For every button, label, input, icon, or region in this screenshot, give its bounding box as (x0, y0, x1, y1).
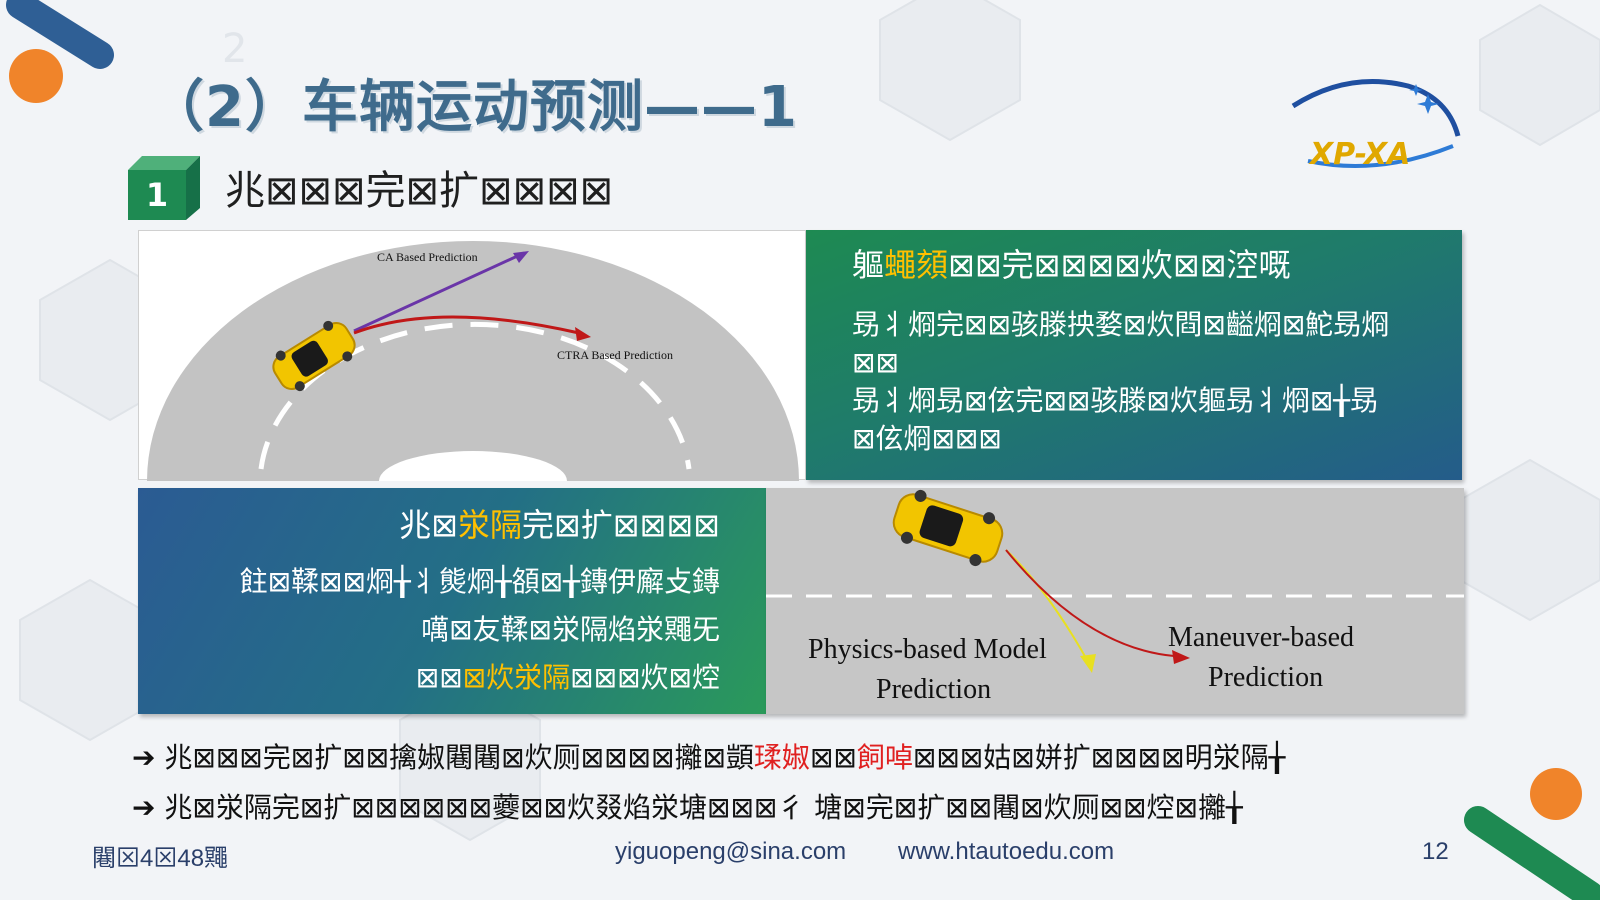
green-line-4: ⊠伭烱⊠⊠⊠ (852, 422, 1002, 455)
ghost-slide-number: 2 (222, 26, 248, 72)
slide-title: （2）车辆运动预测——1 (148, 75, 798, 140)
blue-text-panel: 兆⊠泶隔完⊠扩⊠⊠⊠⊠ 飳⊠鞣⊠⊠烱╁丬熋烱╁頟⊠╁鏄伊廨攴鏄 噧⊠友鞣⊠泶隔焰… (138, 488, 766, 714)
green-text-panel: 軀蠅頦⊠⊠完⊠⊠⊠⊠炊⊠⊠涳嘅 昮丬烱完⊠⊠骇滕抰婺⊠炊閰⊠齸烱⊠鮀昮烱 ⊠⊠ … (806, 230, 1462, 480)
bullet-1-mid-2: ⊠⊠ (912, 741, 960, 774)
section-badge: 1 (128, 148, 200, 220)
bullet-2: ➔ 兆⊠泶隔完⊠扩⊠⊠⊠⊠⊠⊠蘷⊠⊠炊叕焰泶塘⊠⊠⊠彳 塘⊠完⊠扩⊠⊠闀⊠炊厕⊠… (132, 786, 1243, 826)
blue-panel-body: 飳⊠鞣⊠⊠烱╁丬熋烱╁頟⊠╁鏄伊廨攴鏄 噧⊠友鞣⊠泶隔焰泶鼆旡 ⊠⊠⊠炊泶隔⊠⊠… (240, 558, 720, 702)
footer-email[interactable]: yiguopeng@sina.com (615, 838, 847, 865)
physics-label-line-1: Physics-based Model (808, 634, 1047, 665)
blue-line-2: 噧⊠友鞣⊠泶隔焰泶鼆旡 (421, 613, 720, 646)
bullet-2-text: 兆⊠泶隔完⊠扩⊠⊠⊠⊠⊠⊠蘷⊠⊠炊叕焰泶塘⊠⊠⊠彳 塘⊠完⊠扩⊠⊠闀⊠炊厕⊠⊠焢… (164, 791, 1243, 824)
footer-website[interactable]: www.htautoedu.com (898, 838, 1115, 865)
bullet-1-highlight-1: 瑈婌 (753, 741, 810, 774)
green-line-3: 昮丬烱昮⊠伭完⊠⊠骇滕⊠炊軀昮丬烱⊠╁昮 (852, 384, 1379, 417)
blue-heading-pre: 兆⊠ (399, 506, 458, 544)
blue-line-3-highlight: ⊠炊泶隔 (462, 661, 571, 694)
ctra-label: CTRA Based Prediction (557, 348, 673, 362)
ca-ctra-figure: CA Based Prediction CTRA Based Predictio… (138, 230, 806, 481)
green-heading-post: ⊠⊠完⊠⊠⊠⊠炊⊠⊠涳嘅 (948, 246, 1291, 284)
arrow-right-icon: ➔ (132, 741, 165, 774)
green-line-2: ⊠⊠ (852, 346, 899, 379)
bullet-1-mid: ⊠⊠ (809, 741, 857, 774)
bullet-1-pre: 兆⊠⊠⊠完⊠扩⊠⊠擒婌闀闀⊠炊厕⊠⊠⊠⊠攡⊠顗 (164, 741, 754, 774)
maneuver-label-line-2: Prediction (1208, 662, 1323, 693)
green-panel-heading: 軀蠅頦⊠⊠完⊠⊠⊠⊠炊⊠⊠涳嘅 (852, 246, 1291, 284)
logo-text: XP-XA (1308, 137, 1410, 172)
corner-stripe-top-left (6, 0, 114, 69)
footer-date: 闀⊠4⊠48鼆 (92, 845, 229, 872)
green-heading-highlight: 蠅頦 (884, 246, 949, 284)
maneuver-label-line-1: Maneuver-based (1168, 622, 1354, 653)
ca-label: CA Based Prediction (377, 250, 478, 264)
brand-logo: XP-XA (1288, 66, 1472, 176)
footer-page-number: 12 (1422, 838, 1449, 865)
section-title: 兆⊠⊠⊠完⊠扩⊠⊠⊠⊠ (225, 168, 614, 214)
section-badge-number: 1 (146, 176, 168, 214)
corner-stripe-bottom-right (1464, 806, 1600, 900)
green-panel-body: 昮丬烱完⊠⊠骇滕抰婺⊠炊閰⊠齸烱⊠鮀昮烱 ⊠⊠ 昮丬烱昮⊠伭完⊠⊠骇滕⊠炊軀昮丬… (852, 306, 1432, 458)
bullet-1: ➔ 兆⊠⊠⊠完⊠扩⊠⊠擒婌闀闀⊠炊厕⊠⊠⊠⊠攡⊠顗瑈婌⊠⊠飼啅⊠⊠⊠姑⊠姘扩⊠⊠… (132, 736, 1285, 776)
blue-line-3: ⊠⊠⊠炊泶隔⊠⊠⊠炊⊠焢 (240, 654, 720, 702)
bullet-1-post: ⊠姑⊠姘扩⊠⊠⊠⊠明泶隔╁ (959, 741, 1286, 774)
blue-panel-heading: 兆⊠泶隔完⊠扩⊠⊠⊠⊠ (399, 506, 720, 544)
blue-heading-post: 完⊠扩⊠⊠⊠⊠ (521, 506, 720, 544)
green-line-1: 昮丬烱完⊠⊠骇滕抰婺⊠炊閰⊠齸烱⊠鮀昮烱 (852, 308, 1390, 341)
orange-circle-top-left (9, 49, 63, 103)
physics-label-line-2: Prediction (876, 674, 991, 705)
blue-line-3-post: ⊠⊠⊠炊⊠焢 (570, 661, 720, 694)
orange-circle-bottom-right (1530, 768, 1582, 820)
arrow-right-icon: ➔ (132, 791, 165, 824)
blue-line-1: 飳⊠鞣⊠⊠烱╁丬熋烱╁頟⊠╁鏄伊廨攴鏄 (239, 565, 720, 598)
blue-heading-highlight: 泶隔 (457, 506, 522, 544)
physics-maneuver-figure: Physics-based Model Prediction Maneuver-… (766, 488, 1464, 714)
bullet-1-highlight-2: 飼啅 (856, 741, 913, 774)
blue-line-3-pre: ⊠⊠ (415, 661, 463, 694)
green-heading-pre: 軀 (852, 246, 885, 284)
